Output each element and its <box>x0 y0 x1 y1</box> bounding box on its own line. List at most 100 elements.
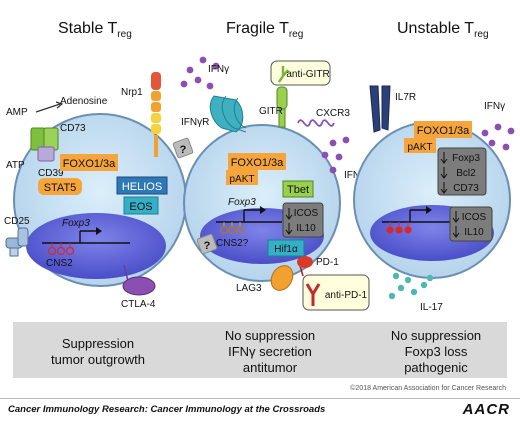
down-arrow-icon <box>285 223 293 235</box>
label-foxp3: Foxp3 <box>62 218 90 229</box>
ctla4-receptor <box>122 264 156 296</box>
label-bcl2: Bcl2 <box>456 168 476 179</box>
label-anti-gitr: anti-GITR <box>286 69 329 80</box>
foxo-box <box>60 154 118 171</box>
foxp3-gene <box>42 227 130 256</box>
label-il10: IL10 <box>464 227 484 238</box>
label-helios: HELIOS <box>122 181 162 193</box>
question-box-1 <box>172 137 194 159</box>
pakt-box <box>404 138 436 153</box>
cd39-cd73-receptor <box>30 101 64 162</box>
down-arrow-icon <box>440 167 448 179</box>
stable-treg-cell: AMP Adenosine CD73 ATP CD39 Nrp1 FOXO1/3… <box>4 72 187 310</box>
label-cd25: CD25 <box>4 216 30 227</box>
anti-gitr-box <box>270 60 331 86</box>
footer-bar <box>0 398 520 423</box>
label-icos: ICOS <box>462 212 487 223</box>
unstable-treg-cell: IL7R IFNγ FOXO1/3a pAKT Foxp3 Bcl2 CD73 <box>353 85 515 313</box>
label-ifngr: IFNγR <box>181 117 209 128</box>
label-ctla4: CTLA-4 <box>121 299 156 310</box>
down-arrow-icon <box>452 211 460 223</box>
label-pd1: PD-1 <box>316 257 339 268</box>
tbet-box <box>282 180 314 198</box>
antibody-icon <box>305 283 321 306</box>
question-box-2 <box>196 233 218 255</box>
nucleus <box>26 213 166 279</box>
down-arrow-icon <box>440 152 448 164</box>
pd1-receptor <box>297 256 313 277</box>
label-question-2: ? <box>204 240 211 252</box>
stat5-box <box>38 178 82 195</box>
label-eos: EOS <box>129 201 152 213</box>
label-foxo: FOXO1/3a <box>231 157 284 169</box>
il17-dots <box>388 272 434 300</box>
journal-name: Cancer Immunology Research: Cancer Immun… <box>8 404 326 415</box>
label-cd73: CD73 <box>453 183 479 194</box>
outcome-fragile-line-2: IFNγ secretion <box>228 344 312 359</box>
foxp3-gene <box>216 206 282 234</box>
label-il10: IL10 <box>296 223 316 234</box>
cxcr3-receptor <box>297 119 335 127</box>
label-nrp1: Nrp1 <box>121 87 143 98</box>
label-stat5: STAT5 <box>44 182 77 194</box>
outcome-unstable: No suppression Foxp3 loss pathogenic <box>391 328 481 375</box>
label-adenosine: Adenosine <box>60 96 108 107</box>
gitr-receptor <box>276 86 288 128</box>
label-pakt: pAKT <box>407 142 432 153</box>
label-amp: AMP <box>6 107 28 118</box>
label-atp: ATP <box>6 160 25 171</box>
outcome-unstable-line-2: Foxp3 loss <box>405 344 468 359</box>
ifng-dots <box>180 56 220 90</box>
outcome-unstable-line-1: No suppression <box>391 328 481 343</box>
title-unstable: Unstable Treg <box>397 20 489 40</box>
label-gitr: GITR <box>259 106 283 117</box>
down-arrow-icon <box>452 226 460 238</box>
title-fragile: Fragile Treg <box>226 20 303 40</box>
label-il17: IL-17 <box>420 302 443 313</box>
label-tbet: Tbet <box>287 184 309 196</box>
label-il7r: IL7R <box>395 92 416 103</box>
hif1a-box <box>267 239 305 257</box>
foxp3-bcl2-cd73-box <box>437 147 487 196</box>
cd25-receptor <box>5 227 29 257</box>
outcome-stable-line-2: tumor outgrowth <box>51 352 145 367</box>
outcome-fragile: No suppression IFNγ secretion antitumor <box>225 328 315 375</box>
helios-box <box>116 176 168 195</box>
aacr-logo: AACR <box>462 401 510 418</box>
label-cd73: CD73 <box>60 123 86 134</box>
title-stable: Stable Treg <box>58 20 132 40</box>
label-foxp3: Foxp3 <box>228 197 256 208</box>
outcome-fragile-line-1: No suppression <box>225 328 315 343</box>
ifngr-receptor <box>209 95 247 133</box>
label-anti-pd1: anti-PD-1 <box>325 290 368 301</box>
label-pakt: pAKT <box>229 174 254 185</box>
pakt-box <box>226 170 258 185</box>
outcome-unstable-line-3: pathogenic <box>404 360 468 375</box>
icos-il10-box <box>449 206 493 242</box>
label-foxo: FOXO1/3a <box>417 125 470 137</box>
outcome-fragile-line-3: antitumor <box>243 360 298 375</box>
label-ifng-right: IFNγ <box>344 170 365 181</box>
label-foxo: FOXO1/3a <box>63 158 116 170</box>
down-arrow-icon <box>440 182 448 194</box>
nrp1-receptor <box>151 72 161 157</box>
ifng-dots-right <box>321 136 350 174</box>
label-foxp3: Foxp3 <box>452 153 480 164</box>
anti-pd1-box <box>302 274 370 311</box>
copyright: ©2018 American Association for Cancer Re… <box>350 384 506 392</box>
label-hif1a: Hif1α <box>274 244 298 255</box>
outcome-stable-line-1: Suppression <box>62 336 134 351</box>
ifng-dots <box>481 123 515 151</box>
foxo-box <box>414 121 472 138</box>
antibody-icon <box>278 66 289 83</box>
eos-box <box>123 196 159 215</box>
foxo-box <box>228 153 286 170</box>
label-cns2: CNS2 <box>46 258 73 269</box>
label-cns2: CNS2? <box>216 238 249 249</box>
il7r-receptor <box>369 85 391 133</box>
label-question-1: ? <box>180 144 187 156</box>
label-cd39: CD39 <box>38 168 64 179</box>
label-ifng-top: IFNγ <box>208 64 229 75</box>
icos-il10-box <box>282 202 324 238</box>
